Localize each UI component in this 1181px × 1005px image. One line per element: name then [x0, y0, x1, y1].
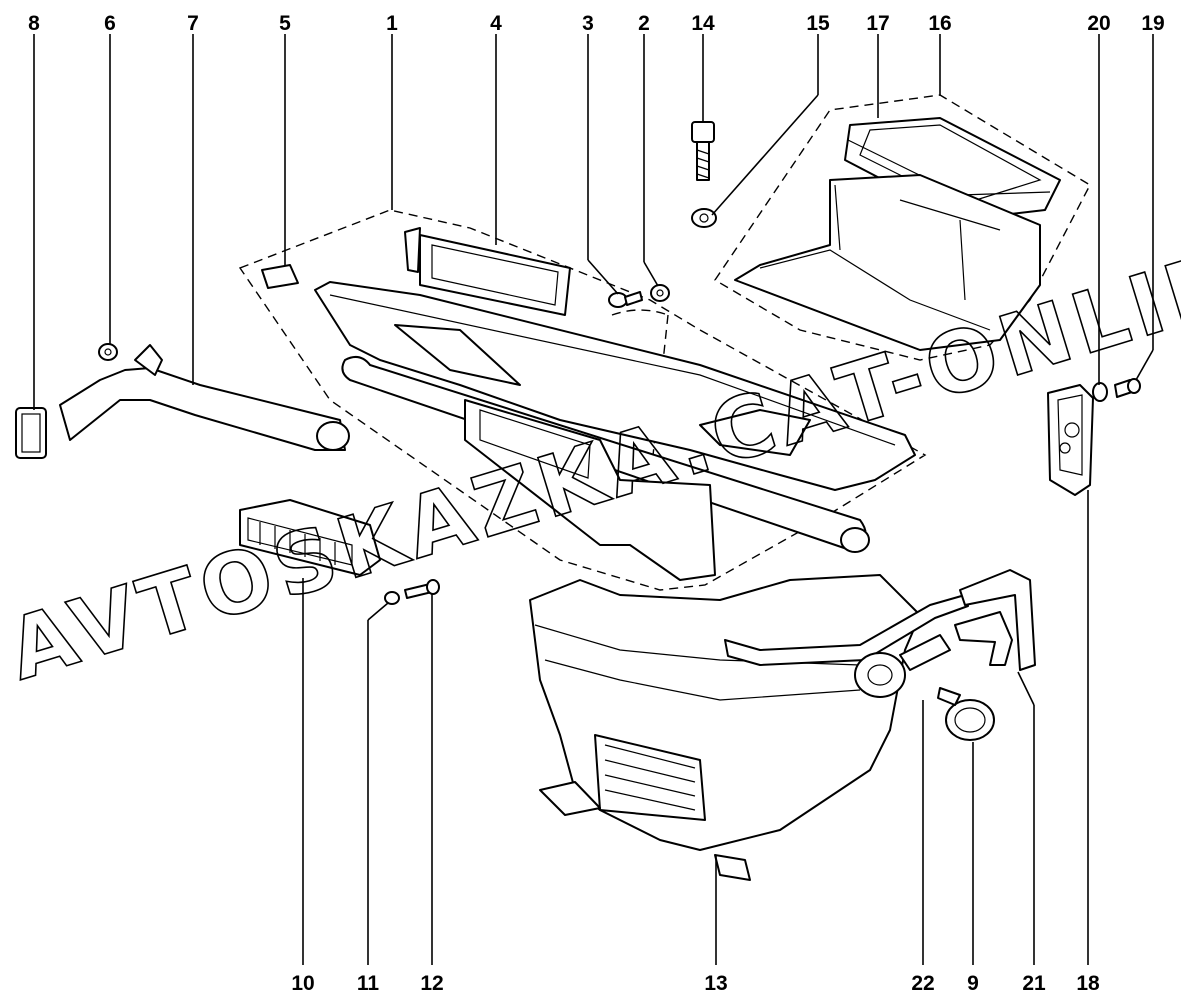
part-4-cover-plate — [404, 227, 571, 316]
part-22-heater-valve — [724, 594, 969, 698]
part-21-heater-hose — [954, 569, 1036, 671]
part-18-flange-gasket — [1047, 384, 1094, 496]
part-5-clip — [261, 264, 299, 289]
part-15-nut — [691, 208, 717, 228]
callout-21: 21 — [1022, 972, 1046, 995]
part-10-vent-nozzle — [239, 499, 381, 576]
callout-18: 18 — [1076, 972, 1100, 995]
callout-17: 17 — [866, 12, 889, 35]
part-13-heater-housing — [529, 574, 921, 881]
part-12-screw — [404, 579, 440, 599]
callout-4: 4 — [490, 12, 502, 35]
callout-3: 3 — [582, 12, 594, 35]
part-11-washer — [384, 591, 400, 605]
callout-15: 15 — [806, 12, 830, 35]
callout-2: 2 — [638, 12, 650, 35]
part-19-screw — [1114, 378, 1141, 398]
part-8-grommet — [15, 407, 47, 459]
callout-14: 14 — [691, 12, 715, 35]
part-1-air-distributor — [314, 281, 916, 581]
callout-10: 10 — [291, 972, 314, 995]
part-9-hose-clamp — [937, 687, 995, 741]
part-6-nut — [98, 343, 118, 361]
callout-5: 5 — [279, 12, 291, 35]
part-7-side-duct-tube — [59, 344, 350, 451]
callout-11: 11 — [357, 972, 380, 995]
callout-13: 13 — [704, 972, 727, 995]
callout-16: 16 — [928, 12, 951, 35]
fastener-assembly-path — [611, 309, 669, 316]
callout-9: 9 — [967, 972, 979, 995]
assembly-1-boundary — [238, 209, 927, 591]
callout-8: 8 — [28, 12, 40, 35]
part-20-washer — [1092, 382, 1108, 402]
part-2-washer — [650, 284, 670, 302]
callout-6: 6 — [104, 12, 116, 35]
callout-20: 20 — [1087, 12, 1110, 35]
part-16-air-intake-housing — [734, 174, 1041, 351]
callout-7: 7 — [187, 12, 199, 35]
callout-19: 19 — [1141, 12, 1164, 35]
callout-leaders — [33, 34, 1154, 965]
part-3-screw — [608, 291, 643, 308]
part-14-bolt — [691, 121, 715, 181]
callout-12: 12 — [420, 972, 443, 995]
callout-22: 22 — [911, 972, 934, 995]
callout-1: 1 — [386, 12, 398, 35]
